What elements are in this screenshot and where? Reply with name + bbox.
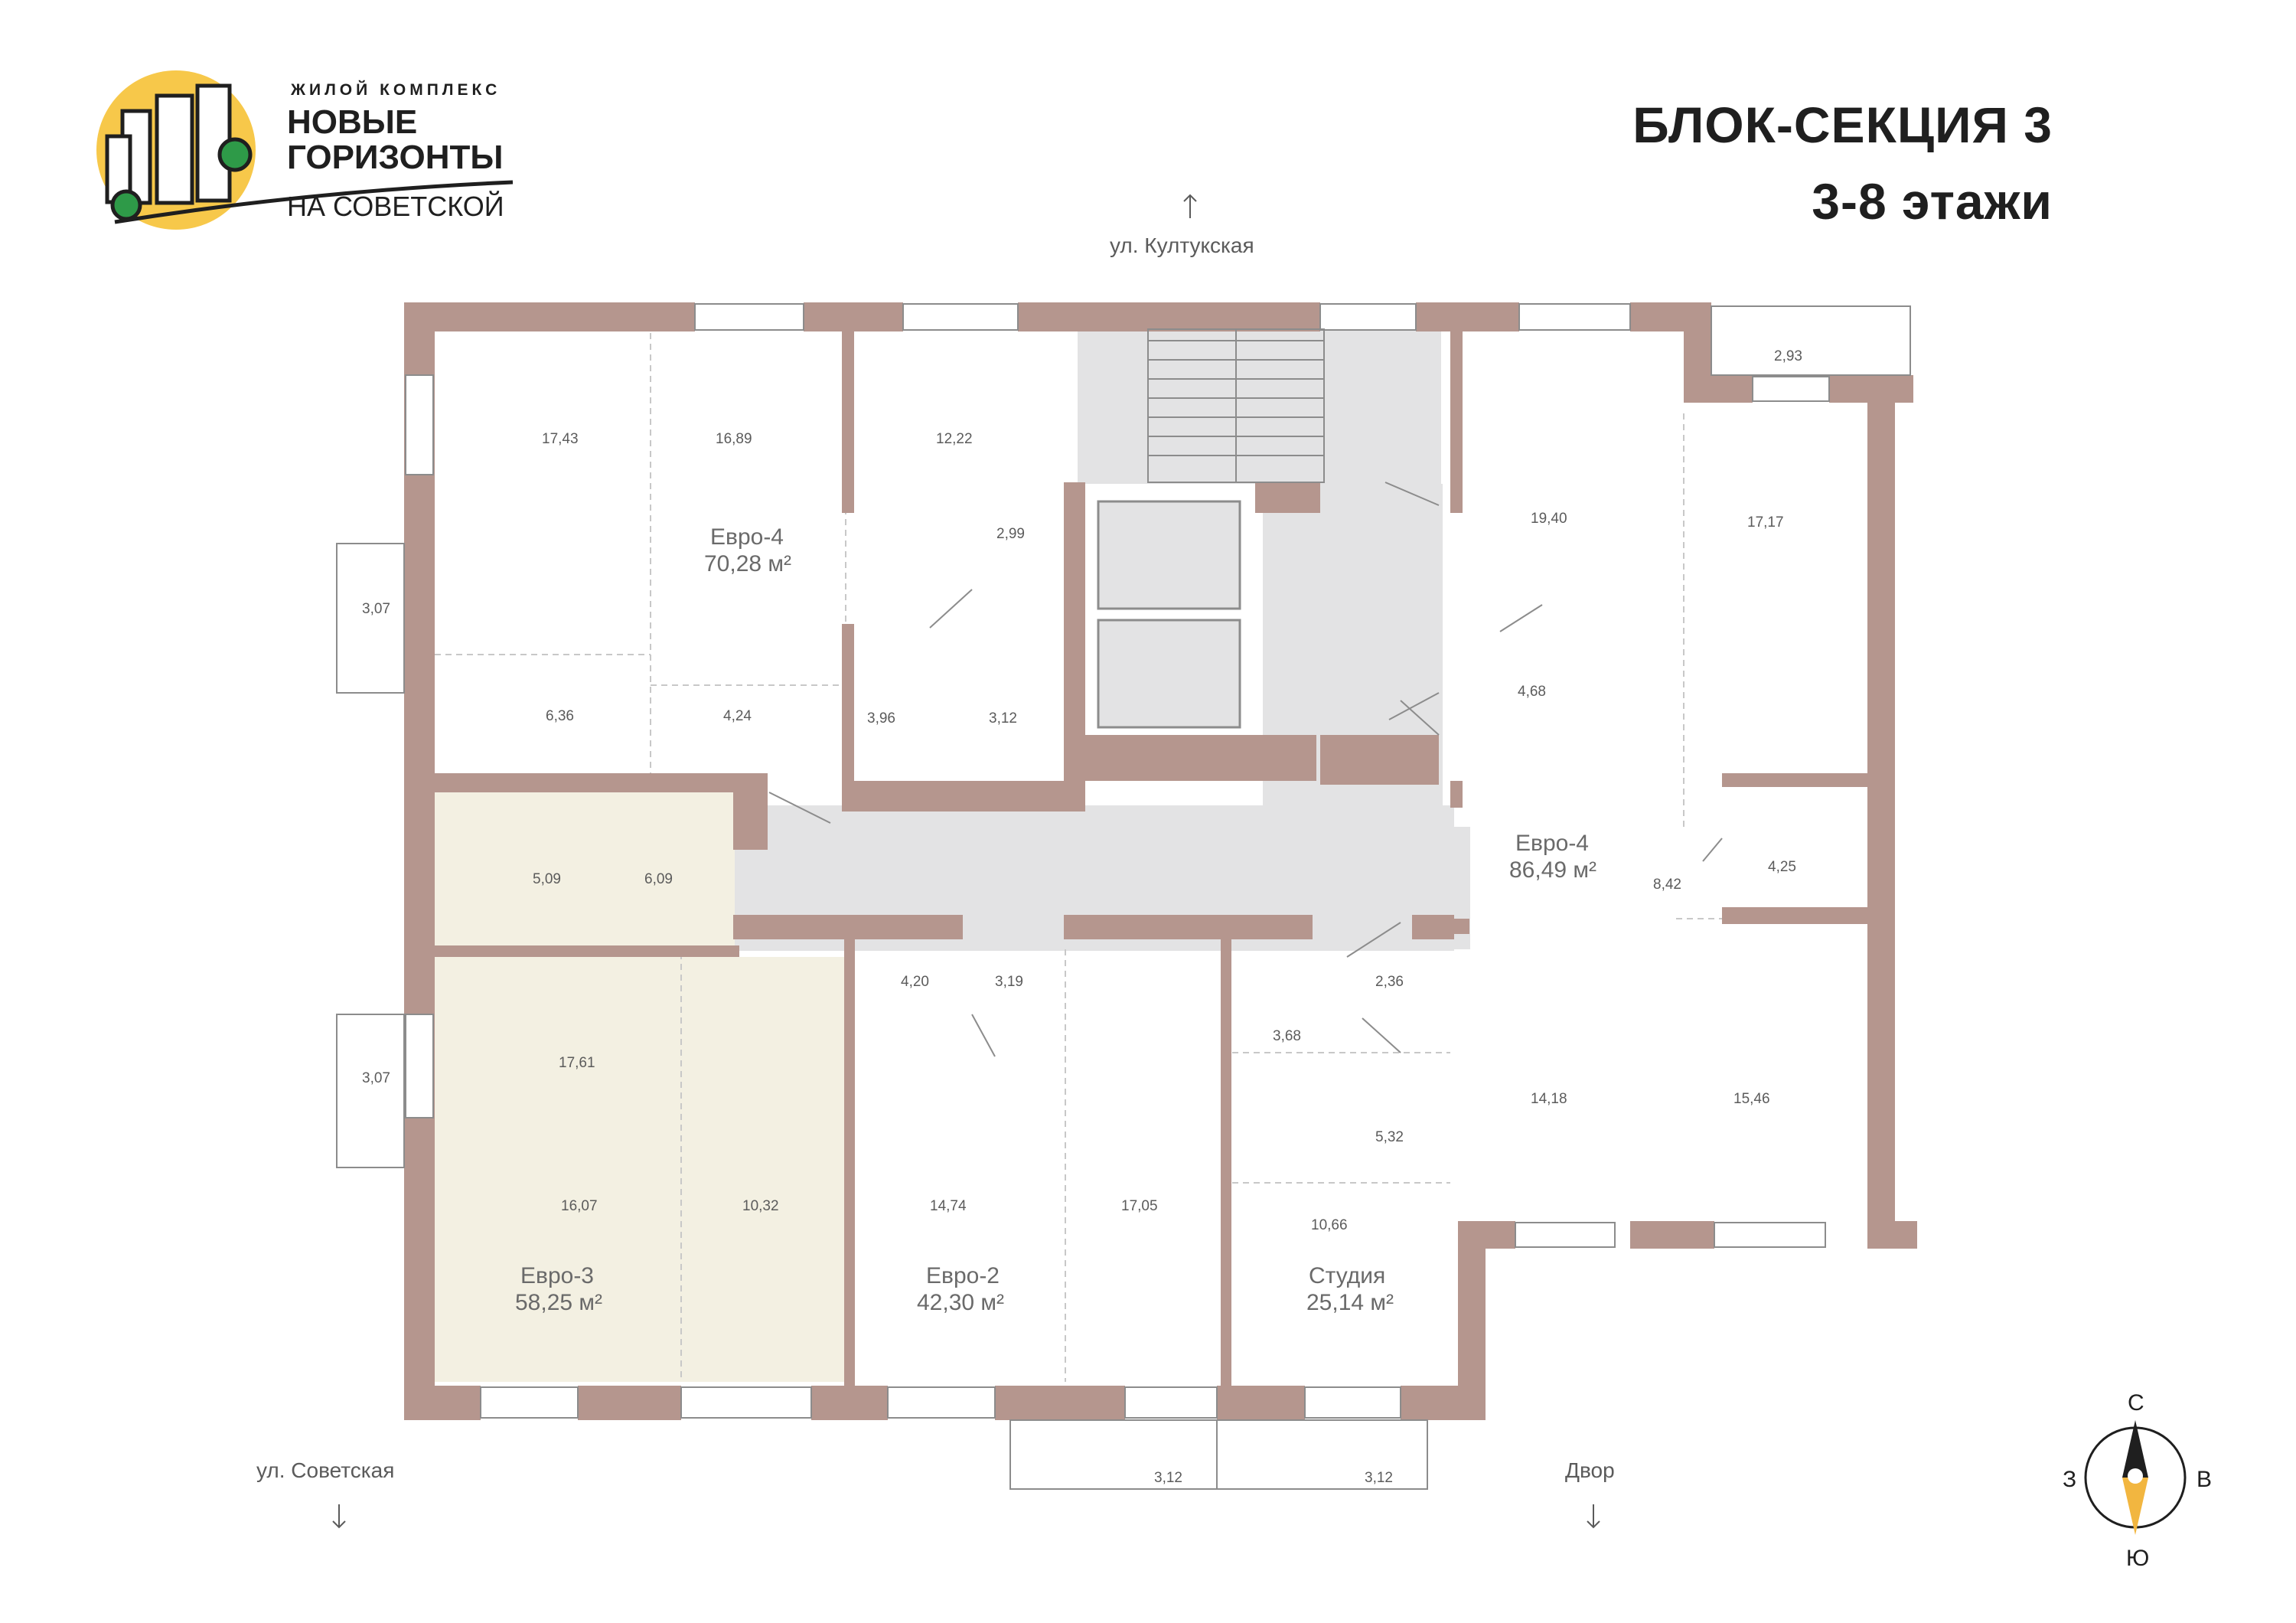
apartment-name: Евро-4: [710, 524, 784, 550]
euro-3-highlight: [435, 792, 739, 945]
street-label-north: ул. Култукская: [1110, 233, 1254, 257]
door-swings: [768, 482, 1723, 1057]
stairs-icon: [1147, 328, 1325, 483]
room-area: 4,68: [1518, 684, 1546, 700]
logo-line1: НОВЫЕ: [287, 103, 417, 141]
room-area: 3,12: [989, 710, 1017, 727]
compass-west: З: [2063, 1467, 2076, 1492]
compass: С Ю З В: [2063, 1390, 2212, 1571]
room-area: 17,61: [559, 1055, 595, 1071]
room-area: 10,32: [742, 1198, 779, 1214]
room-area: 3,68: [1273, 1028, 1301, 1044]
room-area: 16,07: [561, 1198, 598, 1214]
room-area: 2,99: [996, 526, 1025, 542]
room-area: 19,40: [1531, 511, 1567, 527]
room-area: 6,36: [546, 708, 574, 724]
apartment-name: Евро-3: [520, 1263, 594, 1288]
room-area: 2,93: [1774, 348, 1802, 364]
street-label-south-west: ул. Советская: [256, 1458, 395, 1482]
compass-east: В: [2197, 1467, 2212, 1492]
room-area: 5,09: [533, 871, 561, 887]
room-area: 3,07: [362, 601, 390, 617]
room-area: 8,42: [1653, 877, 1681, 893]
room-area: 12,22: [936, 431, 973, 447]
room-area: 4,24: [723, 708, 752, 724]
balconies: [336, 305, 1911, 1490]
balcony-south-2: [1216, 1419, 1428, 1490]
compass-needle-north-icon: [2122, 1420, 2148, 1478]
room-area: 3,12: [1365, 1470, 1393, 1486]
compass-north: С: [2128, 1390, 2144, 1416]
street-label-south: Двор: [1565, 1458, 1615, 1482]
room-area: 17,05: [1121, 1198, 1158, 1214]
elevator-icon: [1097, 500, 1241, 729]
stair-core: [1078, 331, 1441, 484]
room-area: 17,43: [542, 431, 579, 447]
room-area: 3,19: [995, 974, 1023, 990]
balcony-south-1: [1009, 1419, 1218, 1490]
room-area: 16,89: [716, 431, 752, 447]
logo-line3: НА СОВЕТСКОЙ: [287, 190, 504, 222]
compass-needle-south-icon: [2122, 1478, 2148, 1535]
balcony-west-lower: [336, 1014, 405, 1168]
room-area: 15,46: [1733, 1091, 1770, 1107]
page-subtitle: 3-8 этажи: [1812, 173, 2053, 230]
room-area: 10,66: [1311, 1217, 1348, 1233]
apartment-name: Евро-4: [1515, 831, 1589, 856]
apartment-area: 25,14 м²: [1306, 1290, 1394, 1315]
room-area: 2,36: [1375, 974, 1404, 990]
room-area: 3,12: [1154, 1470, 1182, 1486]
apartment-area: 42,30 м²: [917, 1290, 1005, 1315]
room-area: 3,96: [867, 710, 895, 727]
balcony-west-upper: [336, 543, 405, 694]
room-area: 4,25: [1768, 859, 1796, 875]
room-area: 4,20: [901, 974, 929, 990]
apartment-area: 70,28 м²: [704, 551, 792, 576]
apartment-name: Евро-2: [926, 1263, 1000, 1288]
room-area: 5,32: [1375, 1129, 1404, 1145]
logo-swoosh: [114, 180, 514, 224]
room-area: 6,09: [644, 871, 673, 887]
room-area: 17,17: [1747, 514, 1784, 531]
logo: ЖИЛОЙ КОМПЛЕКС НОВЫЕ ГОРИЗОНТЫ НА СОВЕТС…: [96, 70, 514, 230]
windows: [405, 303, 1830, 1419]
street-arrows: [332, 194, 1600, 1529]
apartment-area: 58,25 м²: [515, 1290, 603, 1315]
logo-line2: ГОРИЗОНТЫ: [287, 139, 504, 176]
compass-south: Ю: [2126, 1546, 2149, 1571]
apartment-name: Студия: [1309, 1263, 1386, 1288]
logo-kicker: ЖИЛОЙ КОМПЛЕКС: [290, 80, 501, 99]
balcony-north-east: [1711, 305, 1911, 376]
room-area: 3,07: [362, 1070, 390, 1086]
apartment-area: 86,49 м²: [1509, 857, 1597, 883]
page-title: БЛОК-СЕКЦИЯ 3: [1632, 96, 2053, 153]
room-area: 14,74: [930, 1198, 967, 1214]
room-area: 14,18: [1531, 1091, 1567, 1107]
walls: [404, 302, 1917, 1420]
